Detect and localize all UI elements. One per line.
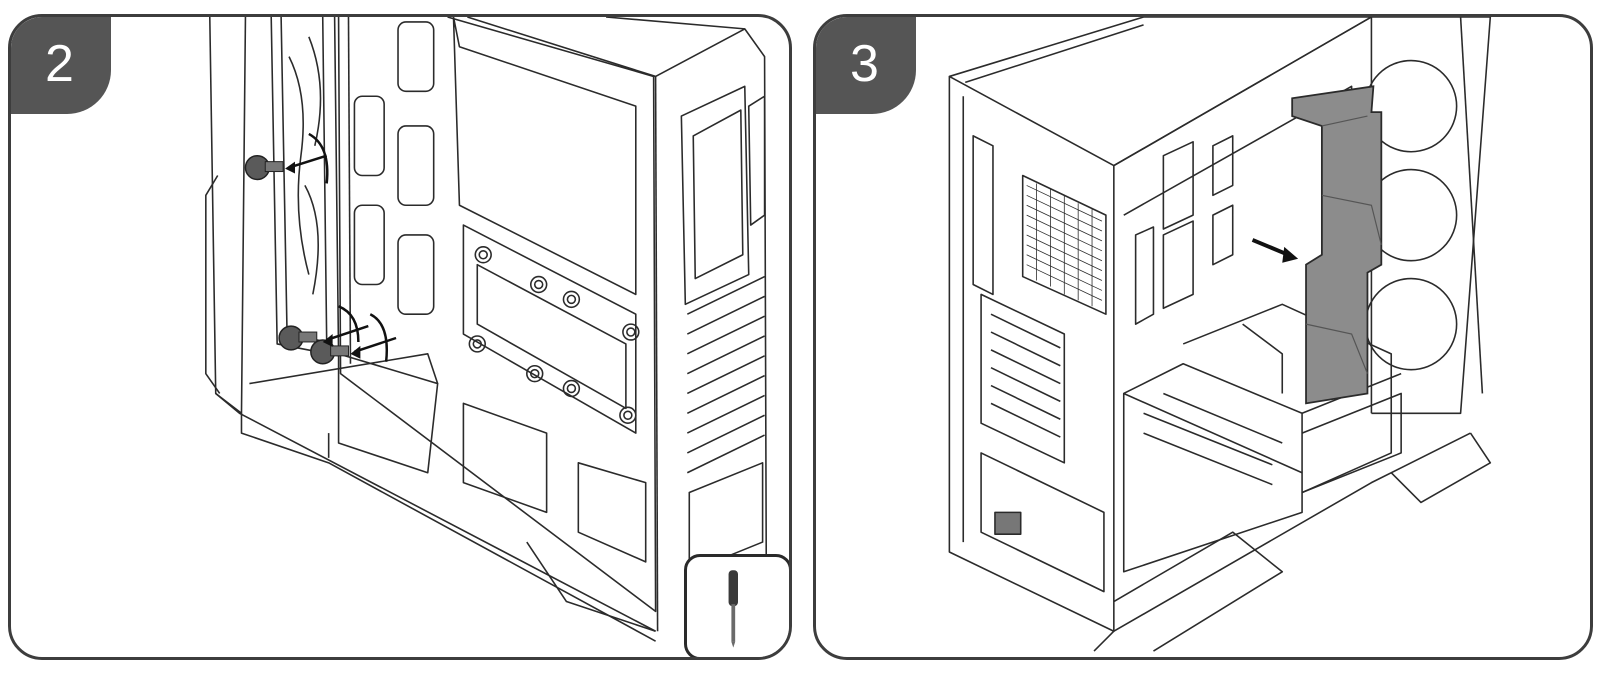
step-2-panel: 2 <box>8 14 792 660</box>
screwdriver-icon <box>728 570 738 648</box>
arrow-head <box>1282 246 1299 263</box>
arrow-icon <box>354 336 397 354</box>
tool-required-box <box>684 554 789 657</box>
arrow-icon <box>1251 238 1289 257</box>
rotate-arrow-icon <box>338 305 360 342</box>
pc-case-side-view-illustration <box>948 17 1492 652</box>
step-3-panel: 3 <box>813 14 1593 660</box>
arrow-icon <box>288 154 328 169</box>
thumbscrew-icon <box>310 339 349 365</box>
cable-cover-bracket <box>1291 85 1383 405</box>
thumbscrew-icon <box>278 325 318 351</box>
arrow-icon <box>326 324 369 342</box>
pc-case-rear-view-illustration <box>205 17 768 657</box>
step-number-badge: 2 <box>11 17 111 114</box>
thumbscrew-icon <box>244 154 284 181</box>
step-number-badge: 3 <box>816 17 916 114</box>
rotate-arrow-icon <box>369 313 388 362</box>
rotate-arrow-icon <box>308 132 329 184</box>
